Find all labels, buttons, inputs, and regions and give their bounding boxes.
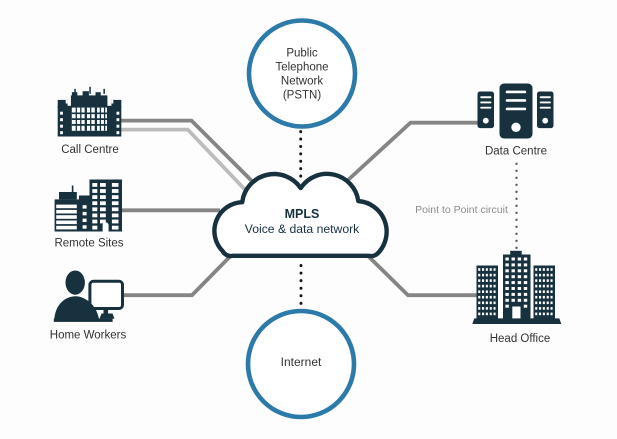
svg-text:Data Centre: Data Centre: [485, 146, 547, 158]
svg-text:Head Office: Head Office: [490, 333, 551, 345]
svg-text:Home Workers: Home Workers: [50, 329, 127, 341]
svg-text:MPLS: MPLS: [285, 207, 320, 221]
svg-text:(PSTN): (PSTN): [283, 90, 322, 102]
svg-text:Telephone: Telephone: [275, 62, 328, 74]
svg-text:Voice & data network: Voice & data network: [245, 222, 360, 236]
svg-text:Public: Public: [286, 48, 318, 60]
svg-text:Network: Network: [281, 76, 323, 88]
svg-text:Point to Point circuit: Point to Point circuit: [415, 204, 508, 216]
svg-text:Remote Sites: Remote Sites: [54, 237, 123, 249]
svg-text:Internet: Internet: [281, 355, 322, 369]
svg-text:Call Centre: Call Centre: [61, 144, 119, 156]
